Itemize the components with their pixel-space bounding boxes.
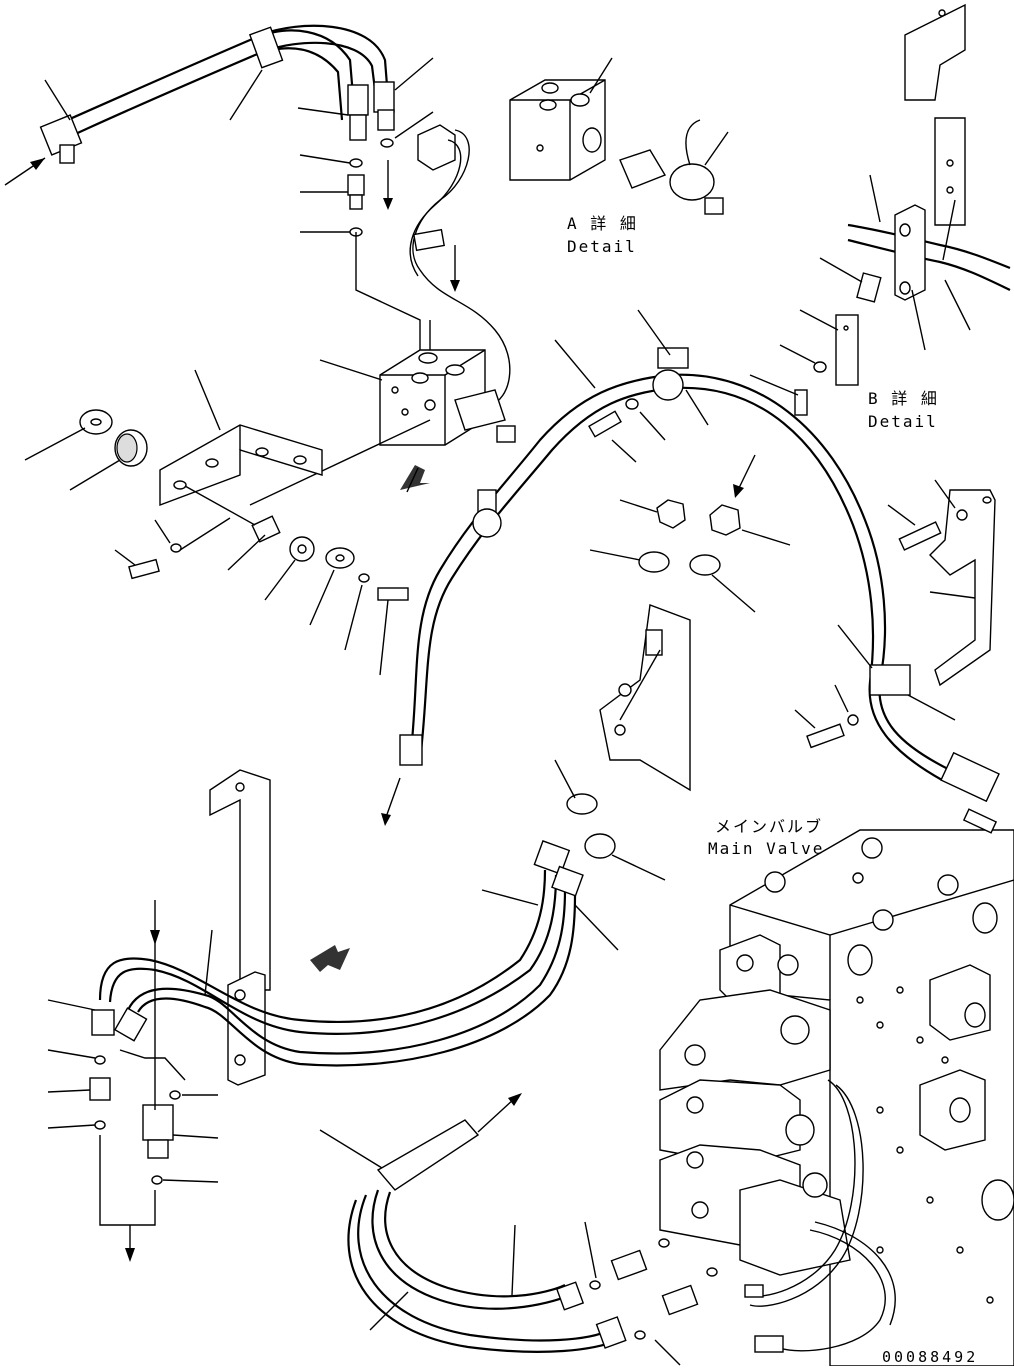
center-long-hose [381,309,1000,826]
bracket-and-bushings [24,369,409,676]
solenoid-valve-block [249,232,516,506]
main-valve [659,808,1014,1367]
detail-a-valve-block [509,57,729,215]
main-valve-label-en: Main Valve [708,839,825,858]
main-valve-label-jp: メインバルブ [715,817,824,836]
part-number: 00088492 [882,1348,979,1366]
top-left-hose-assembly [4,24,434,237]
electrical-connector-wire [409,124,511,406]
detail-b-label-en: Detail [868,412,938,431]
detail-b-clamp [749,3,1011,416]
center-hardware [554,389,996,881]
bottom-hoses [319,1093,718,1366]
detail-b-label-jp: B 詳 細 [868,389,939,408]
lower-left-bracket-hoses [47,769,619,1262]
detail-a-label-en: Detail [567,237,637,256]
detail-a-label-jp: A 詳 細 [567,214,638,233]
